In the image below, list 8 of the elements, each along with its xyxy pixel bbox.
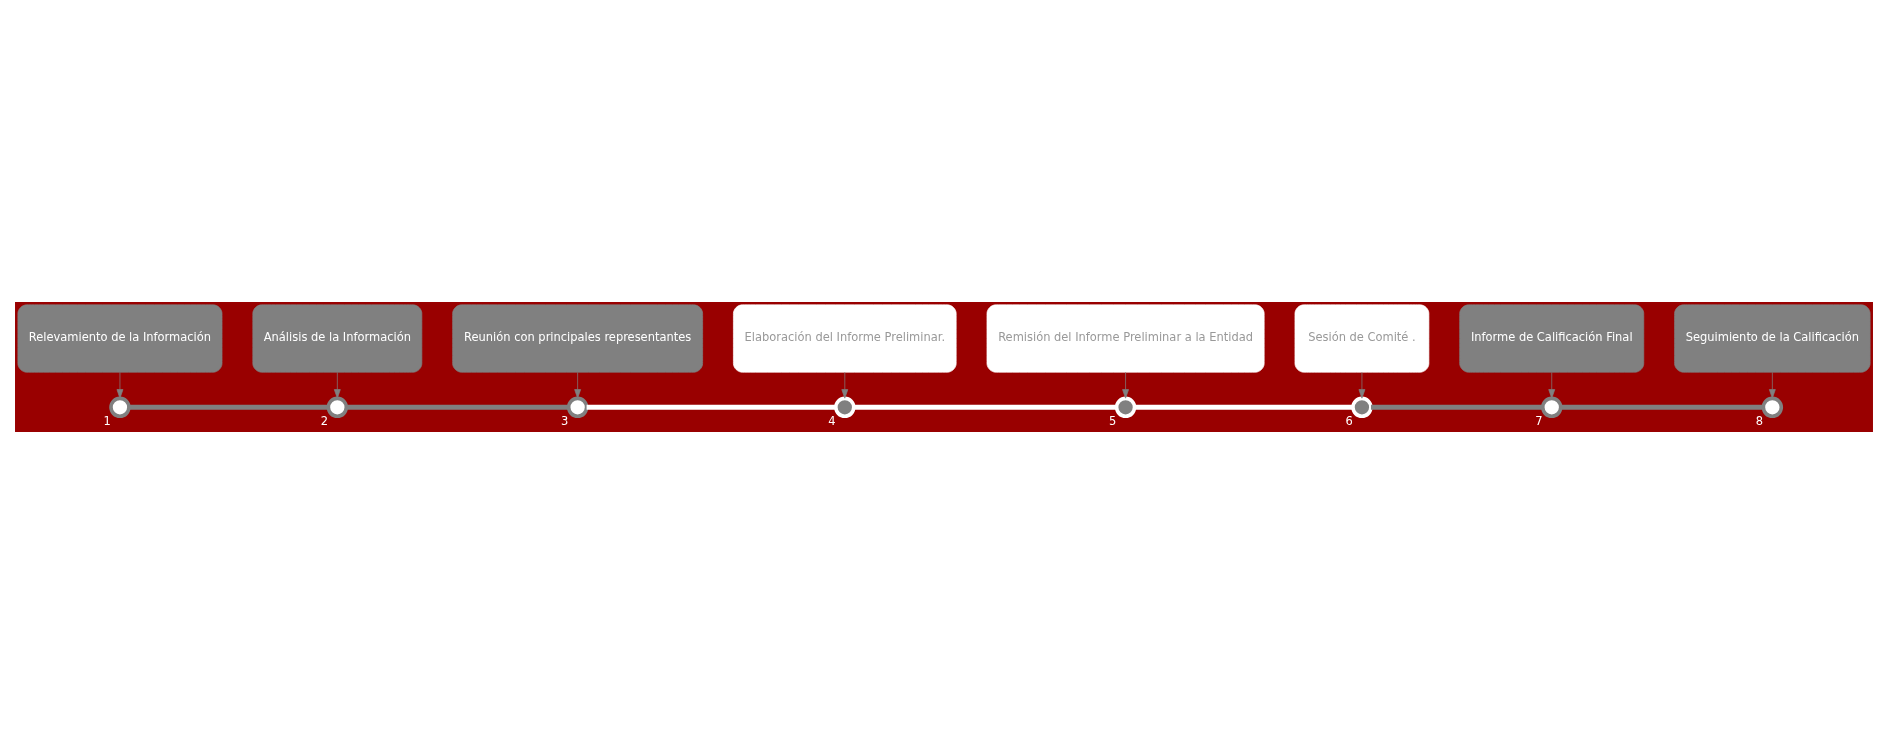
node-label: 4 (828, 413, 836, 428)
node-label: 8 (1755, 413, 1764, 428)
node-label: 1 (103, 413, 111, 428)
node-label: 3 (561, 413, 569, 428)
node-label: 7 (1535, 413, 1543, 428)
node-label: 5 (1109, 413, 1117, 428)
node-label: 6 (1345, 413, 1353, 428)
node-label: 2 (320, 413, 329, 428)
